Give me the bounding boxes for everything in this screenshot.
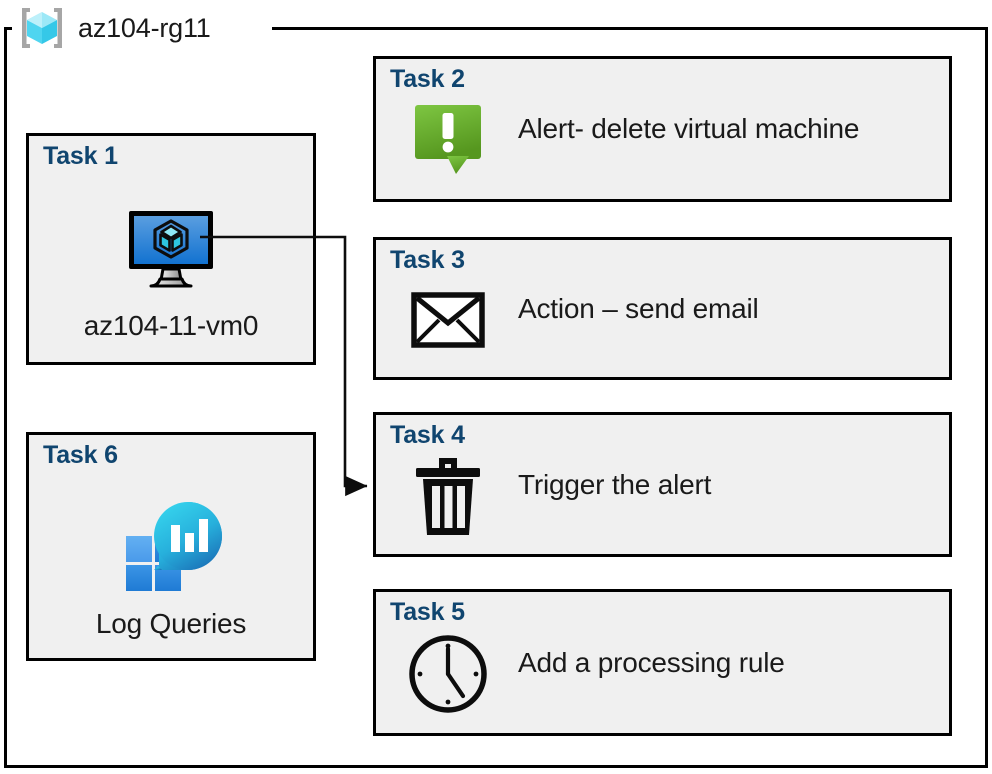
task-card-task2[interactable]: Task 2 Alert- delete virtual machine	[373, 56, 952, 202]
resource-group-label: az104-rg11	[12, 2, 219, 54]
task-icon-wrap	[118, 496, 224, 594]
task-card-title: Task 4	[390, 421, 465, 449]
task-card-caption: Add a processing rule	[518, 646, 785, 678]
virtual-machine-monitor-icon	[129, 211, 213, 288]
task-card-caption: Trigger the alert	[518, 468, 712, 500]
task-card-title: Task 2	[390, 65, 465, 93]
task-icon-wrap	[125, 208, 217, 292]
task-card-task5[interactable]: Task 5 Add a processing rule	[373, 589, 952, 736]
resource-group-frame-top-left-segment	[4, 27, 18, 30]
task-icon-wrap	[400, 104, 496, 176]
envelope-icon	[411, 291, 485, 348]
task-icon-wrap	[400, 455, 496, 539]
task-card-task4[interactable]: Task 4 Trigger the alert	[373, 412, 952, 557]
task-card-title: Task 5	[390, 598, 465, 626]
alert-exclamation-bubble-icon	[415, 105, 481, 174]
task-card-title: Task 6	[43, 441, 118, 469]
task-card-caption: Alert- delete virtual machine	[518, 113, 860, 144]
task-icon-wrap	[400, 291, 496, 348]
task-icon-wrap	[400, 633, 496, 715]
task-card-caption: Log Queries	[95, 608, 247, 639]
log-analytics-icon	[126, 502, 223, 591]
trash-can-icon	[416, 457, 480, 535]
task-card-caption: az104-11-vm0	[83, 310, 259, 341]
resource-group-cube-icon	[22, 8, 62, 48]
task-card-title: Task 3	[390, 246, 465, 274]
task-card-task1[interactable]: Task 1	[26, 133, 316, 365]
clock-icon	[409, 634, 487, 713]
resource-group-name: az104-rg11	[78, 12, 211, 43]
task-card-caption: Action – send email	[518, 292, 759, 324]
resource-group-frame-top-right-segment	[272, 27, 988, 30]
task-card-task6[interactable]: Task 6	[26, 432, 316, 661]
task-card-title: Task 1	[43, 142, 118, 170]
task-card-task3[interactable]: Task 3 Action – send email	[373, 237, 952, 380]
